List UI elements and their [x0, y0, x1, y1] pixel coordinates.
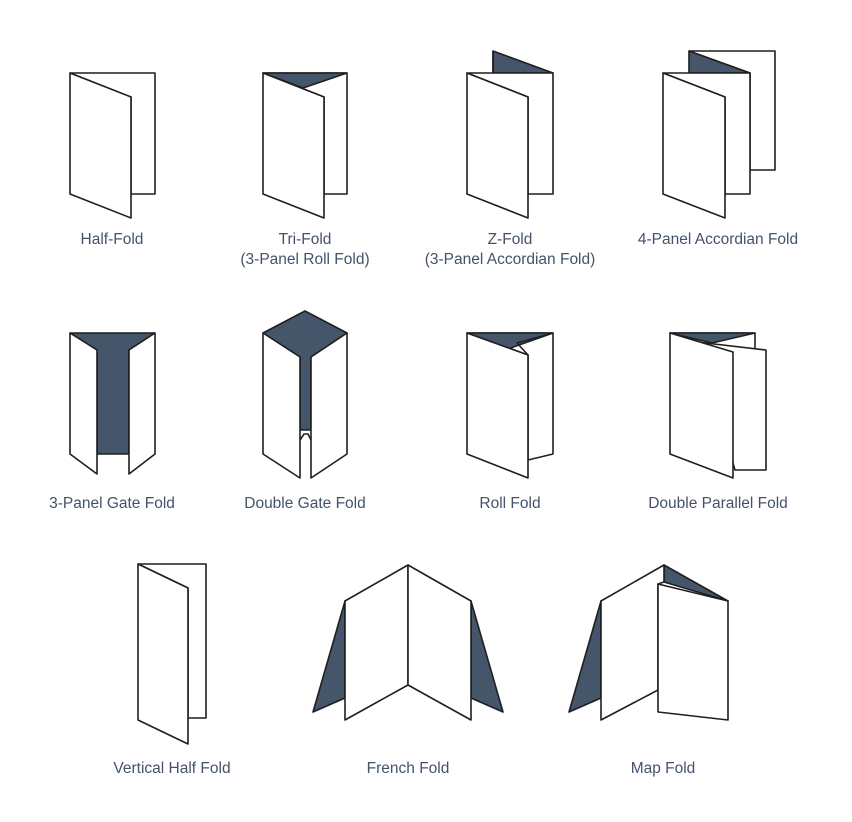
double-gate-fold-illustration [262, 310, 348, 479]
map-fold-label: Map Fold [631, 760, 696, 777]
z-fold-illustration [466, 50, 554, 219]
double-parallel-fold-label: Double Parallel Fold [648, 495, 788, 512]
roll-fold-label: Roll Fold [479, 495, 540, 512]
z-fold-label-line2: (3-Panel Accordian Fold) [425, 251, 596, 268]
half-fold-label: Half-Fold [81, 231, 144, 248]
double-gate-fold-label: Double Gate Fold [244, 495, 366, 512]
french-fold-illustration [312, 564, 504, 721]
roll-fold-illustration [466, 332, 554, 479]
4-panel-accordian-fold-label: 4-Panel Accordian Fold [638, 231, 798, 248]
3-panel-gate-fold-label: 3-Panel Gate Fold [49, 495, 175, 512]
vertical-half-fold-illustration [137, 563, 207, 745]
map-fold-illustration [568, 564, 729, 721]
z-fold-label-line1: Z-Fold [488, 231, 533, 248]
double-parallel-fold-illustration [669, 332, 767, 479]
4-panel-accordian-fold-illustration [662, 50, 776, 219]
half-fold-illustration [69, 72, 156, 219]
3-panel-gate-fold-illustration [69, 332, 156, 475]
tri-fold-illustration [262, 72, 348, 219]
french-fold-label: French Fold [367, 760, 450, 777]
tri-fold-label-line2: (3-Panel Roll Fold) [240, 251, 369, 268]
tri-fold-label-line1: Tri-Fold [279, 231, 332, 248]
vertical-half-fold-label: Vertical Half Fold [113, 760, 230, 777]
